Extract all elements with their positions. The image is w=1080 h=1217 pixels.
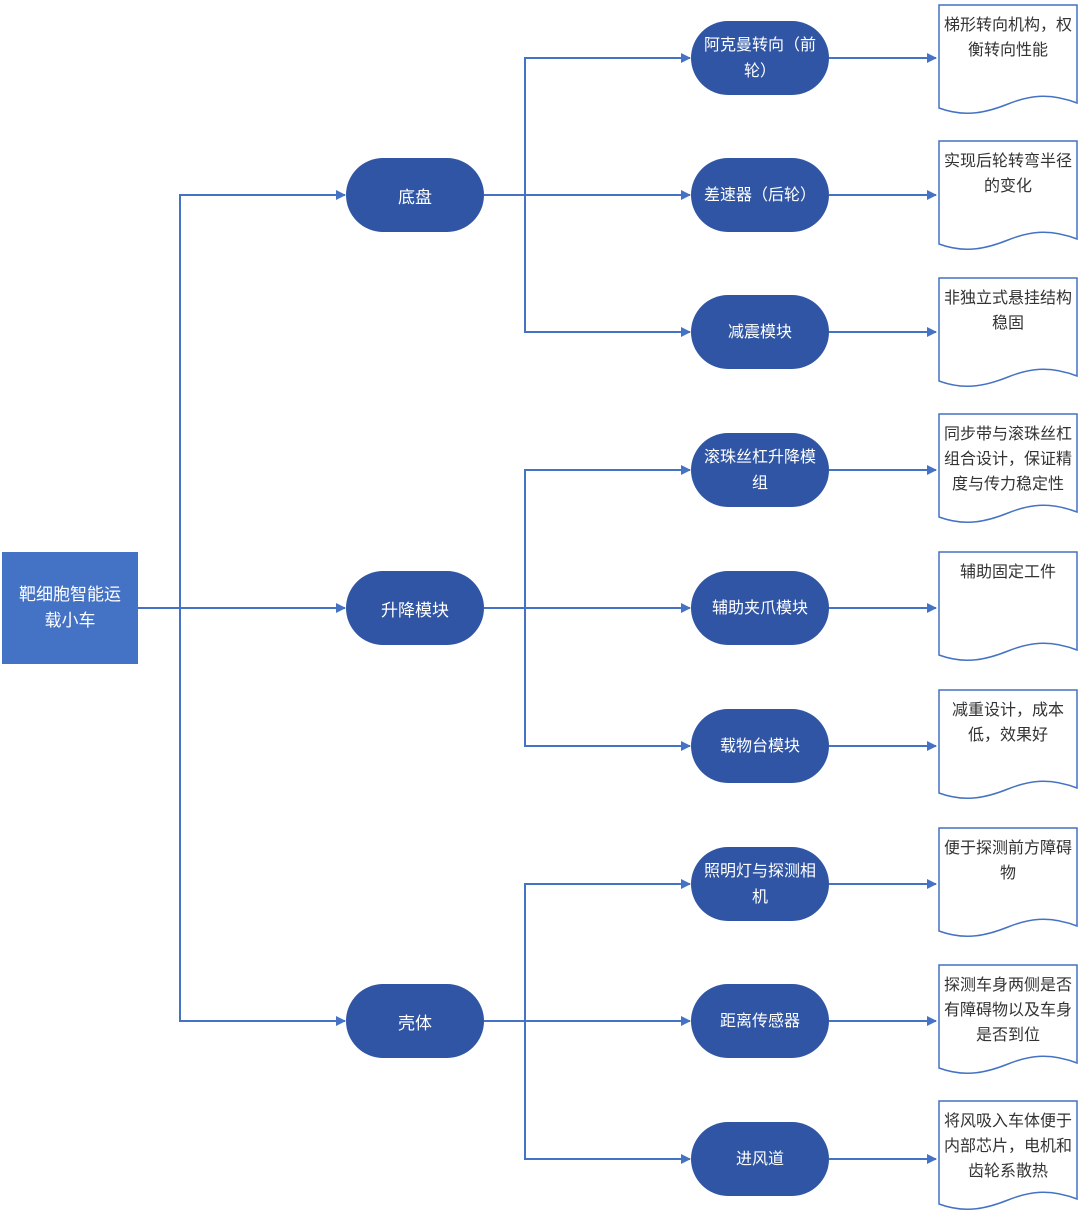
note-text: 将风吸入车体便于内部芯片，电机和齿轮系散热 (944, 1111, 1073, 1180)
document-shape (938, 689, 1078, 799)
note-document: 探测车身两侧是否有障碍物以及车身是否到位 (938, 964, 1078, 1078)
note-text: 探测车身两侧是否有障碍物以及车身是否到位 (944, 975, 1073, 1044)
component-label: 减震模块 (727, 322, 792, 341)
note-text: 非独立式悬挂结构稳固 (944, 288, 1073, 332)
connector-shell-camera (484, 879, 691, 1022)
component-node: 照明灯与探测相机 (691, 847, 829, 921)
component-node: 辅助夹爪模块 (691, 571, 829, 645)
note-text: 辅助固定工件 (959, 562, 1056, 581)
component-label: 辅助夹爪模块 (711, 598, 808, 617)
component-node: 阿克曼转向（前轮） (691, 21, 829, 95)
component-label: 滚珠丝杠升降模组 (703, 447, 816, 492)
category-node-shell: 壳体 (346, 984, 484, 1058)
component-label: 距离传感器 (719, 1011, 800, 1030)
note-text: 梯形转向机构，权衡转向性能 (944, 15, 1073, 59)
connector-chassis-ackermann (484, 53, 691, 196)
note-document: 同步带与滚珠丝杠组合设计，保证精度与传力稳定性 (938, 413, 1078, 527)
note-text: 便于探测前方障碍物 (944, 838, 1073, 882)
component-node: 减震模块 (691, 295, 829, 369)
connector-root-chassis (138, 190, 346, 609)
document-shape (938, 413, 1078, 523)
document-shape (938, 551, 1078, 661)
note-document: 减重设计，成本低，效果好 (938, 689, 1078, 803)
note-document: 辅助固定工件 (938, 551, 1078, 665)
note-document: 便于探测前方障碍物 (938, 827, 1078, 941)
note-document: 非独立式悬挂结构稳固 (938, 277, 1078, 391)
note-document: 实现后轮转弯半径的变化 (938, 140, 1078, 254)
component-node: 载物台模块 (691, 709, 829, 783)
note-document: 将风吸入车体便于内部芯片，电机和齿轮系散热 (938, 1100, 1078, 1214)
document-shape (938, 1100, 1078, 1210)
category-node-chassis: 底盘 (346, 158, 484, 232)
document-shape (938, 140, 1078, 250)
component-label: 差速器（后轮） (703, 185, 816, 204)
component-node: 差速器（后轮） (691, 158, 829, 232)
component-label: 阿克曼转向（前轮） (703, 35, 816, 80)
note-text: 减重设计，成本低，效果好 (951, 700, 1064, 744)
connector-root-shell (179, 608, 346, 1026)
connector-lift-stage (524, 608, 691, 751)
root-node: 靶细胞智能运载小车 (2, 552, 138, 664)
document-shape (938, 964, 1078, 1074)
component-label: 载物台模块 (719, 736, 800, 755)
connector-shell-airduct (524, 1021, 691, 1164)
note-text: 实现后轮转弯半径的变化 (944, 151, 1073, 195)
note-document: 梯形转向机构，权衡转向性能 (938, 4, 1078, 118)
category-label: 底盘 (398, 187, 432, 208)
note-text: 同步带与滚珠丝杠组合设计，保证精度与传力稳定性 (944, 424, 1073, 493)
document-shape (938, 4, 1078, 114)
category-node-lift: 升降模块 (346, 571, 484, 645)
connector-chassis-suspension (524, 195, 691, 337)
category-label: 升降模块 (381, 600, 449, 621)
component-node: 距离传感器 (691, 984, 829, 1058)
document-shape (938, 277, 1078, 387)
connector-lift-ballscrew (484, 465, 691, 609)
root-label: 靶细胞智能运载小车 (19, 585, 121, 631)
component-node: 进风道 (691, 1122, 829, 1196)
component-node: 滚珠丝杠升降模组 (691, 433, 829, 507)
category-label: 壳体 (398, 1013, 432, 1034)
document-shape (938, 827, 1078, 937)
component-label: 进风道 (735, 1149, 784, 1168)
component-label: 照明灯与探测相机 (703, 861, 816, 906)
